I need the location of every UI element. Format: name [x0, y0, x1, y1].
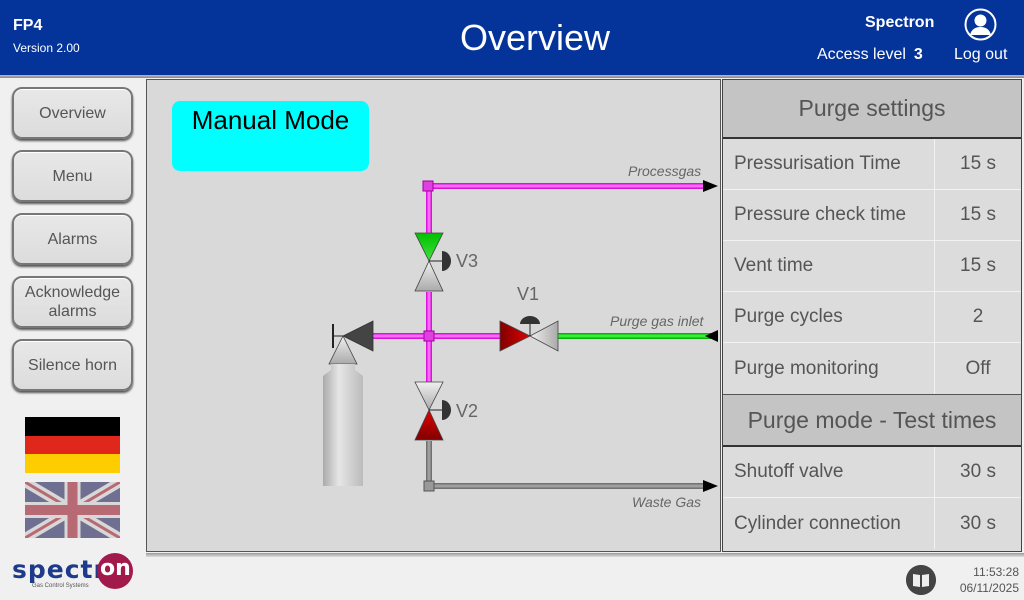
header-bar: FP4 Version 2.00 Overview Spectron Acces… — [0, 0, 1024, 75]
pipe-junction — [422, 180, 434, 192]
nav-alarms-button[interactable]: Alarms — [12, 213, 133, 265]
setting-label: Purge monitoring — [723, 343, 935, 394]
purge-settings-title: Purge settings — [723, 80, 1021, 139]
setting-value[interactable]: 15 s — [960, 204, 996, 225]
access-level-label: Access level — [817, 46, 906, 63]
page-title: Overview — [459, 17, 611, 58]
valve-v1[interactable] — [499, 316, 559, 352]
app-version: Version 2.00 — [13, 41, 80, 55]
manifold-pipe — [372, 333, 500, 339]
processgas-arrow-icon — [703, 180, 718, 192]
spectron-logo: spectr on Gas Control Systems — [10, 552, 135, 594]
nav-menu-button[interactable]: Menu — [12, 150, 133, 202]
v3-upper-pipe — [426, 183, 432, 233]
gas-cylinder-icon — [323, 364, 363, 486]
logo-subtitle: Gas Control Systems — [32, 583, 89, 589]
acknowledge-alarms-button[interactable]: Acknowledge alarms — [12, 276, 133, 328]
clock-time: 11:53:28 — [973, 565, 1019, 579]
app-name: FP4 — [13, 17, 43, 34]
setting-value[interactable]: 15 s — [960, 255, 996, 276]
header-divider — [0, 75, 1024, 78]
settings-panel: Purge settings Pressurisation Time 15 s P… — [722, 79, 1022, 552]
valve-v3-label: V3 — [456, 251, 479, 271]
valve-v2-label: V2 — [456, 401, 479, 421]
test-times-title: Purge mode - Test times — [723, 394, 1021, 447]
settings-row: Vent time 15 s — [723, 241, 1021, 292]
nav-overview-button[interactable]: Overview — [12, 87, 133, 139]
logout-button[interactable]: Log out — [954, 46, 1008, 63]
valve-v1-label: V1 — [517, 284, 540, 304]
clock-date: 06/11/2025 — [959, 581, 1019, 595]
uk-flag-icon[interactable] — [25, 482, 120, 538]
test-time-label: Shutoff valve — [723, 447, 935, 497]
settings-row: Pressure check time 15 s — [723, 190, 1021, 241]
processgas-pipe — [426, 183, 711, 189]
cylinder-valve[interactable] — [328, 320, 374, 365]
test-time-label: Cylinder connection — [723, 498, 935, 549]
mode-indicator: Manual Mode — [172, 101, 369, 171]
waste-arrow-icon — [703, 480, 718, 492]
settings-row: Pressurisation Time 15 s — [723, 139, 1021, 190]
setting-label: Vent time — [723, 241, 935, 291]
purge-inlet-label: Purge gas inlet — [610, 313, 704, 329]
setting-label: Purge cycles — [723, 292, 935, 342]
processgas-label: Processgas — [628, 163, 702, 179]
test-time-row: Cylinder connection 30 s — [723, 498, 1021, 549]
access-level: Access level 3 — [817, 46, 923, 64]
valve-v2[interactable] — [414, 381, 451, 441]
waste-gas-label: Waste Gas — [632, 494, 701, 510]
test-time-value[interactable]: 30 s — [960, 512, 996, 534]
waste-pipe — [426, 483, 711, 489]
footer-divider — [146, 553, 1024, 557]
logo-circle — [97, 553, 133, 589]
setting-value[interactable]: Off — [965, 357, 991, 379]
pipe-junction — [423, 330, 435, 342]
setting-label: Pressurisation Time — [723, 139, 935, 189]
logo-text: spectr — [12, 555, 107, 584]
valve-v3[interactable] — [414, 232, 451, 292]
silence-horn-button[interactable]: Silence horn — [12, 339, 133, 391]
logo-on-text: on — [100, 556, 131, 581]
setting-value[interactable]: 2 — [972, 306, 984, 327]
access-level-value: 3 — [913, 46, 923, 63]
clock: 11:53:28 06/11/2025 — [960, 564, 1019, 596]
test-time-value[interactable]: 30 s — [960, 461, 996, 482]
test-time-row: Shutoff valve 30 s — [723, 447, 1021, 498]
purge-inlet-arrow-icon — [705, 330, 718, 342]
settings-row: Purge cycles 2 — [723, 292, 1021, 343]
purge-inlet-pipe — [558, 333, 718, 339]
piping-schematic — [323, 180, 718, 492]
setting-value[interactable]: 15 s — [960, 153, 996, 174]
book-icon[interactable] — [906, 565, 936, 595]
waste-riser-pipe — [426, 441, 432, 487]
process-diagram: Manual Mode — [146, 79, 721, 552]
setting-label: Pressure check time — [723, 190, 935, 240]
user-name: Spectron — [865, 14, 935, 31]
user-circle-icon[interactable] — [964, 8, 997, 41]
pipe-junction — [423, 480, 435, 492]
settings-row: Purge monitoring Off — [723, 343, 1021, 394]
german-flag-icon[interactable] — [25, 417, 120, 473]
